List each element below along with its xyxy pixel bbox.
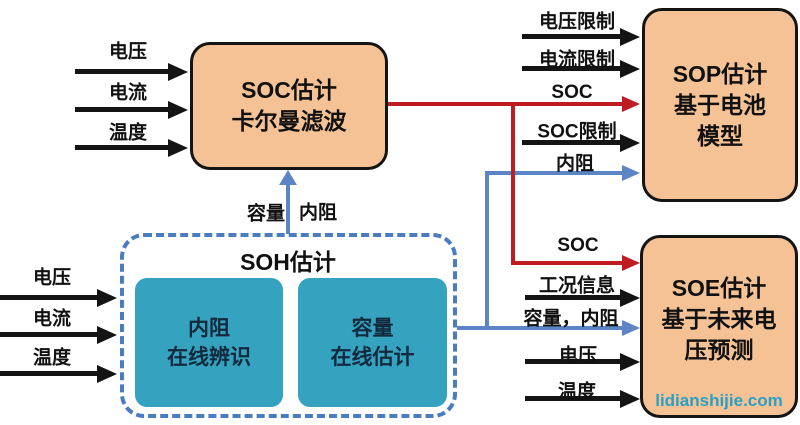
soh-to-sop-connector-line <box>485 171 622 175</box>
label-voltage-limit: 电压限制 <box>538 11 616 33</box>
soh-to-sop-arrowhead-icon <box>622 165 640 181</box>
current-to-soh-arrowhead-icon <box>97 326 117 344</box>
temperature-to-soc-line <box>75 145 169 150</box>
capacity-online-estimation-box: 容量 在线估计 <box>298 278 447 407</box>
soh-block-title: SOH估计 <box>240 249 336 275</box>
voltage-limit-to-sop-line <box>522 34 621 39</box>
voltage-limit-to-sop-arrowhead-icon <box>620 28 640 46</box>
label-voltage-bottom: 电压 <box>32 267 72 289</box>
label-temperature-to-soe: 温度 <box>557 381 597 403</box>
watermark-text: lidianshijie.com <box>655 391 783 410</box>
soe-block-title: SOE估计 <box>671 275 767 301</box>
voltage-to-soe-arrowhead-icon <box>620 353 640 371</box>
resistance-box-line1: 内阻 <box>188 316 230 340</box>
condition-info-to-soe-line <box>525 295 621 300</box>
soh-to-sop-connector-vertical <box>485 171 489 330</box>
label-voltage-to-soe: 电压 <box>558 345 598 367</box>
soc-to-sop-arrowhead-icon <box>622 96 640 112</box>
capacity-box-line1: 容量 <box>351 316 394 340</box>
temperature-to-soe-arrowhead-icon <box>620 390 640 408</box>
soc-limit-to-sop-arrowhead-icon <box>620 134 640 152</box>
soh-to-soc-arrowhead-icon <box>279 170 297 185</box>
soe-block: SOE估计 基于未来电 压预测 lidianshijie.com <box>640 235 798 418</box>
soc-branch-vertical <box>511 102 515 265</box>
capacity-box-line2: 在线估计 <box>330 345 415 369</box>
voltage-to-soh-arrowhead-icon <box>97 289 117 307</box>
current-limit-to-sop-arrowhead-icon <box>620 60 640 78</box>
soc-limit-to-sop-line <box>522 140 621 145</box>
label-temperature-bottom: 温度 <box>32 347 72 369</box>
soe-block-line3: 压预测 <box>684 337 754 363</box>
label-soc-to-soe: SOC <box>557 235 599 256</box>
sop-block-line3: 模型 <box>697 122 743 149</box>
voltage-to-soe-line <box>525 359 621 364</box>
voltage-to-soc-line <box>75 69 169 74</box>
current-to-soc-line <box>75 107 169 112</box>
condition-info-to-soe-arrowhead-icon <box>620 289 640 307</box>
label-current-limit: 电流限制 <box>538 49 616 71</box>
label-resistance-to-sop: 内阻 <box>555 153 595 175</box>
current-limit-to-sop-line <box>522 66 621 71</box>
soc-block-title: SOC估计 <box>241 77 337 103</box>
soc-to-soe-connector-line <box>511 261 622 265</box>
label-capacity-resistance: 容量，内阻 <box>523 308 619 330</box>
resistance-box-line2: 在线辨识 <box>167 345 251 369</box>
sop-block-line2: 基于电池 <box>674 91 766 118</box>
voltage-to-soh-line <box>0 295 98 300</box>
label-soc-limit: SOC限制 <box>537 121 617 143</box>
label-condition-info: 工况信息 <box>538 275 616 297</box>
current-to-soc-arrowhead-icon <box>168 101 188 119</box>
label-voltage-top: 电压 <box>108 41 148 63</box>
soc-to-sop-connector-line <box>388 102 624 106</box>
soh-to-soe-arrowhead-icon <box>622 320 640 336</box>
label-current-top: 电流 <box>108 82 148 104</box>
label-soc-to-sop: SOC <box>551 82 593 103</box>
sop-block: SOP估计 基于电池 模型 <box>642 8 798 202</box>
soe-block-line2: 基于未来电 <box>661 306 777 332</box>
temperature-to-soh-arrowhead-icon <box>97 365 117 383</box>
resistance-online-identification-box: 内阻 在线辨识 <box>135 278 283 407</box>
soc-block: SOC估计 卡尔曼滤波 <box>190 42 388 170</box>
sop-block-title: SOP估计 <box>672 60 768 87</box>
label-capacity-feed: 容量 <box>246 203 286 225</box>
soh-to-soc-connector-line <box>286 184 290 234</box>
label-resistance-feed: 内阻 <box>298 202 338 224</box>
temperature-to-soc-arrowhead-icon <box>168 139 188 157</box>
label-temperature-top: 温度 <box>108 122 148 144</box>
voltage-to-soc-arrowhead-icon <box>168 63 188 81</box>
temperature-to-soe-line <box>525 396 621 401</box>
soc-block-subtitle: 卡尔曼滤波 <box>231 108 347 134</box>
soh-to-soe-connector-line <box>457 326 622 330</box>
label-current-bottom: 电流 <box>32 308 72 330</box>
temperature-to-soh-line <box>0 371 98 376</box>
soh-block <box>120 233 457 418</box>
soc-to-soe-arrowhead-icon <box>622 255 640 271</box>
current-to-soh-line <box>0 332 98 337</box>
